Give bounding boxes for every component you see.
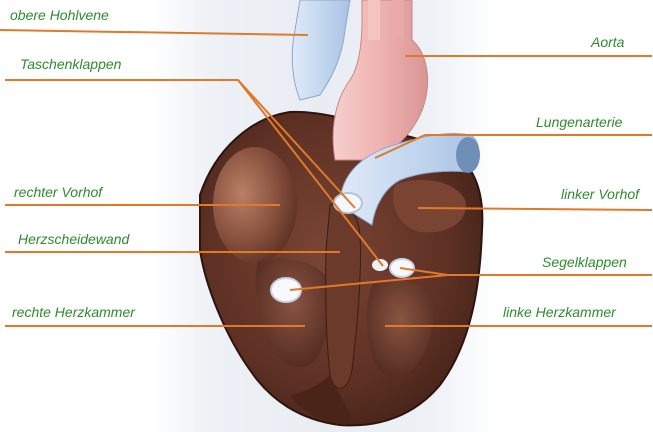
aorta-shape	[333, 0, 427, 160]
label-lungenarterie: Lungenarterie	[536, 114, 622, 130]
label-rechter-vorhof: rechter Vorhof	[14, 184, 102, 200]
aorta-branch	[368, 0, 380, 40]
label-obere-hohlvene: obere Hohlvene	[10, 7, 109, 23]
label-herzscheidewand: Herzscheidewand	[18, 231, 129, 247]
label-rechte-herzkammer: rechte Herzkammer	[12, 304, 135, 320]
label-linke-herzkammer: linke Herzkammer	[503, 304, 616, 320]
label-segelklappen: Segelklappen	[542, 254, 627, 270]
vena-cava-shape	[292, 0, 350, 100]
aorta-branch	[392, 0, 404, 38]
pulmonary-opening	[456, 137, 480, 173]
label-taschenklappen: Taschenklappen	[20, 56, 121, 72]
label-aorta: Aorta	[591, 34, 624, 50]
label-linker-vorhof: linker Vorhof	[561, 186, 639, 202]
leader-obere-hohlvene	[0, 30, 308, 35]
